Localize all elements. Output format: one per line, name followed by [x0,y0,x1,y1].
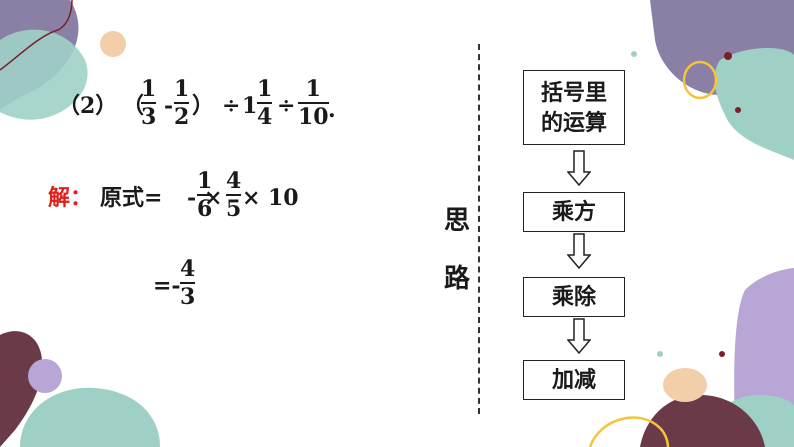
denominator: 10 [298,104,329,130]
decor-blob-teal-topright [714,48,794,160]
flow-step-powers: 乘方 [523,192,625,232]
flow-step-add-subtract: 加减 [523,360,625,400]
decor-blob-peach-bottomright [663,368,707,402]
decor-dot-lavender-bottomleft [28,359,62,393]
minus-sign: - [164,93,174,119]
close-paren: ） [192,93,215,119]
minus-sign: - [187,185,197,211]
denominator: 6 [197,196,213,222]
decor-dot-maroon-topright [724,52,732,60]
divide-sign: ÷ [277,93,296,119]
decor-ring-yellow-topright [682,60,718,100]
denominator: 2 [174,104,190,130]
times-sign: × [242,185,261,211]
open-paren: （ [122,93,145,119]
decor-dot-maroon2-topright [735,107,741,113]
decor-arc-yellow-bottomright [588,416,670,447]
numerator: 1 [197,168,213,194]
flow-step-parentheses: 括号里的运算 [523,70,625,145]
down-arrow-icon [567,150,591,186]
mixed-whole: 1 [242,93,258,119]
divide-sign: ÷ [222,93,241,119]
decor-blob-teal-bottomleft [20,387,160,447]
numerator: 4 [180,256,196,282]
decor-line-topleft [0,0,73,71]
denominator: 3 [180,284,196,310]
denominator: 3 [141,104,157,130]
decor-dot-teal-topright [631,51,637,57]
times-sign: × [204,185,223,211]
decor-blob-maroon-bottomleft [0,331,43,447]
period: . [328,97,336,123]
down-arrow-icon [567,318,591,354]
decor-dot-teal-bottomright [657,351,663,357]
side-label-char-2: 路 [444,264,471,294]
decor-dot-peach-topleft [100,31,126,57]
number-ten: 10 [268,185,299,211]
denominator: 4 [257,104,273,130]
original-expression-label: 原式= [100,185,163,211]
numerator: 4 [226,168,242,194]
numerator: 1 [174,76,190,102]
solution-label: 解： [48,185,93,211]
dashed-divider [478,44,480,414]
denominator: 5 [226,196,242,222]
problem-number: （2） [58,93,118,119]
numerator: 1 [257,76,273,102]
down-arrow-icon [567,233,591,269]
numerator: 1 [141,76,157,102]
side-label-char-1: 思 [444,206,471,236]
decor-blob-maroon-bottomright [640,395,765,447]
decor-dot-maroon-bottomright [719,351,725,357]
flow-step-multiply-divide: 乘除 [523,277,625,317]
equals-minus: =- [153,273,181,299]
numerator: 1 [305,76,321,102]
